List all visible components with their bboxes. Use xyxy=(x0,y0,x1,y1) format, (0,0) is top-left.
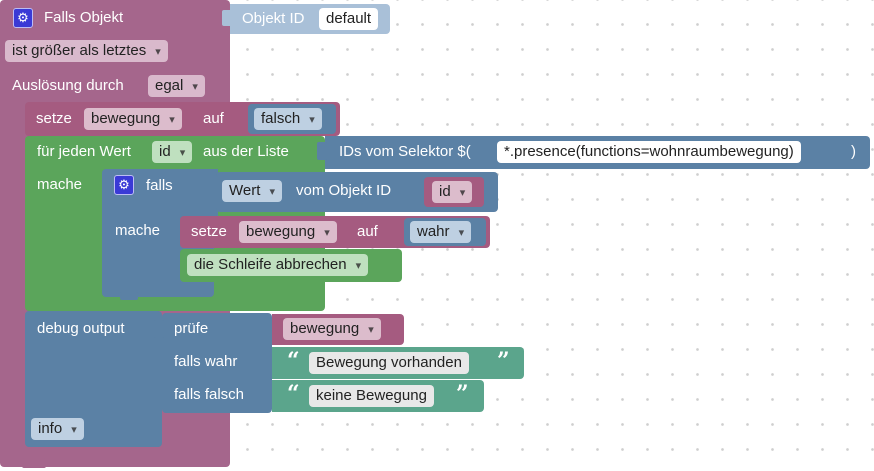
set-1-value-dropdown[interactable]: falsch xyxy=(254,108,322,130)
trigger-title: Falls Objekt xyxy=(44,9,124,26)
text-true-input[interactable]: Bewegung vorhanden xyxy=(309,352,469,374)
if-bottom-notch xyxy=(120,292,138,300)
text-false-input[interactable]: keine Bewegung xyxy=(309,385,434,407)
test-variable-dropdown[interactable]: bewegung xyxy=(283,318,381,340)
object-var-dropdown[interactable]: id xyxy=(432,181,473,203)
if-do-label: mache xyxy=(115,222,161,239)
foreach-prefix: für jeden Wert xyxy=(37,143,131,160)
gear-icon[interactable]: ⚙ xyxy=(13,8,33,28)
selector-connector xyxy=(317,142,327,160)
open-quote-icon: “ xyxy=(287,381,300,407)
break-dropdown[interactable]: die Schleife abbrechen xyxy=(187,254,369,276)
set-2-value-dropdown[interactable]: wahr xyxy=(410,221,472,243)
debug-label: debug output xyxy=(37,320,125,337)
gear-icon[interactable]: ⚙ xyxy=(114,175,134,195)
open-quote-icon: “ xyxy=(287,348,300,374)
if-block-header-ext xyxy=(210,169,218,217)
ternary-block[interactable] xyxy=(162,313,272,413)
of-object-label: vom Objekt ID xyxy=(296,182,392,199)
close-quote-icon: ” xyxy=(497,348,510,374)
set-1-prefix: setze xyxy=(36,110,72,127)
if-label: falls xyxy=(146,177,173,194)
object-id-input[interactable]: default xyxy=(319,8,379,30)
foreach-do-label: mache xyxy=(37,176,83,193)
condition-dropdown[interactable]: ist größer als letztes xyxy=(5,40,168,62)
trigger-bottom-notch xyxy=(22,458,46,468)
value-dropdown[interactable]: Wert xyxy=(222,180,282,202)
object-id-label: Objekt ID xyxy=(242,10,305,27)
foreach-middle: aus der Liste xyxy=(203,143,289,160)
test-label: prüfe xyxy=(174,320,209,337)
close-quote-icon: ” xyxy=(456,381,469,407)
foreach-variable-dropdown[interactable]: id xyxy=(152,141,193,163)
set-2-middle: auf xyxy=(357,223,378,240)
set-2-prefix: setze xyxy=(191,223,227,240)
set-1-middle: auf xyxy=(203,110,224,127)
if-false-label: falls falsch xyxy=(174,386,245,403)
selector-input[interactable]: *.presence(functions=wohnraumbewegung) xyxy=(497,141,801,163)
if-true-label: falls wahr xyxy=(174,353,238,370)
object-id-connector xyxy=(222,10,232,26)
trigger-label: Auslösung durch xyxy=(12,77,124,94)
selector-end: ) xyxy=(851,143,856,160)
set-1-variable-dropdown[interactable]: bewegung xyxy=(84,108,182,130)
set-2-variable-dropdown[interactable]: bewegung xyxy=(239,221,337,243)
ternary-connector xyxy=(154,320,164,338)
trigger-dropdown[interactable]: egal xyxy=(148,75,205,97)
debug-level-dropdown[interactable]: info xyxy=(31,418,84,440)
selector-label: IDs vom Selektor $( xyxy=(339,143,471,160)
